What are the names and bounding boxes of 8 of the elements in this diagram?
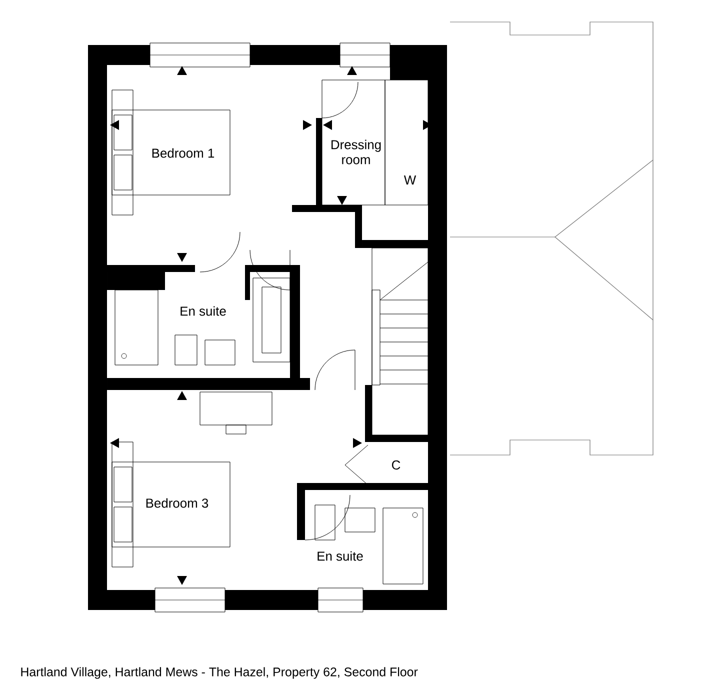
- room-label: Dressing room: [332, 140, 381, 164]
- room-label: C: [392, 460, 400, 470]
- caption: Hartland Village, Hartland Mews - The Hazel, Property 62, Second Floor: [21, 667, 418, 679]
- room-label: W: [404, 176, 416, 184]
- room-label: Bedroom 1: [152, 148, 214, 158]
- room-label: En suite: [318, 551, 363, 561]
- room-label: En suite: [180, 306, 226, 316]
- room-label: Bedroom 3: [146, 498, 208, 508]
